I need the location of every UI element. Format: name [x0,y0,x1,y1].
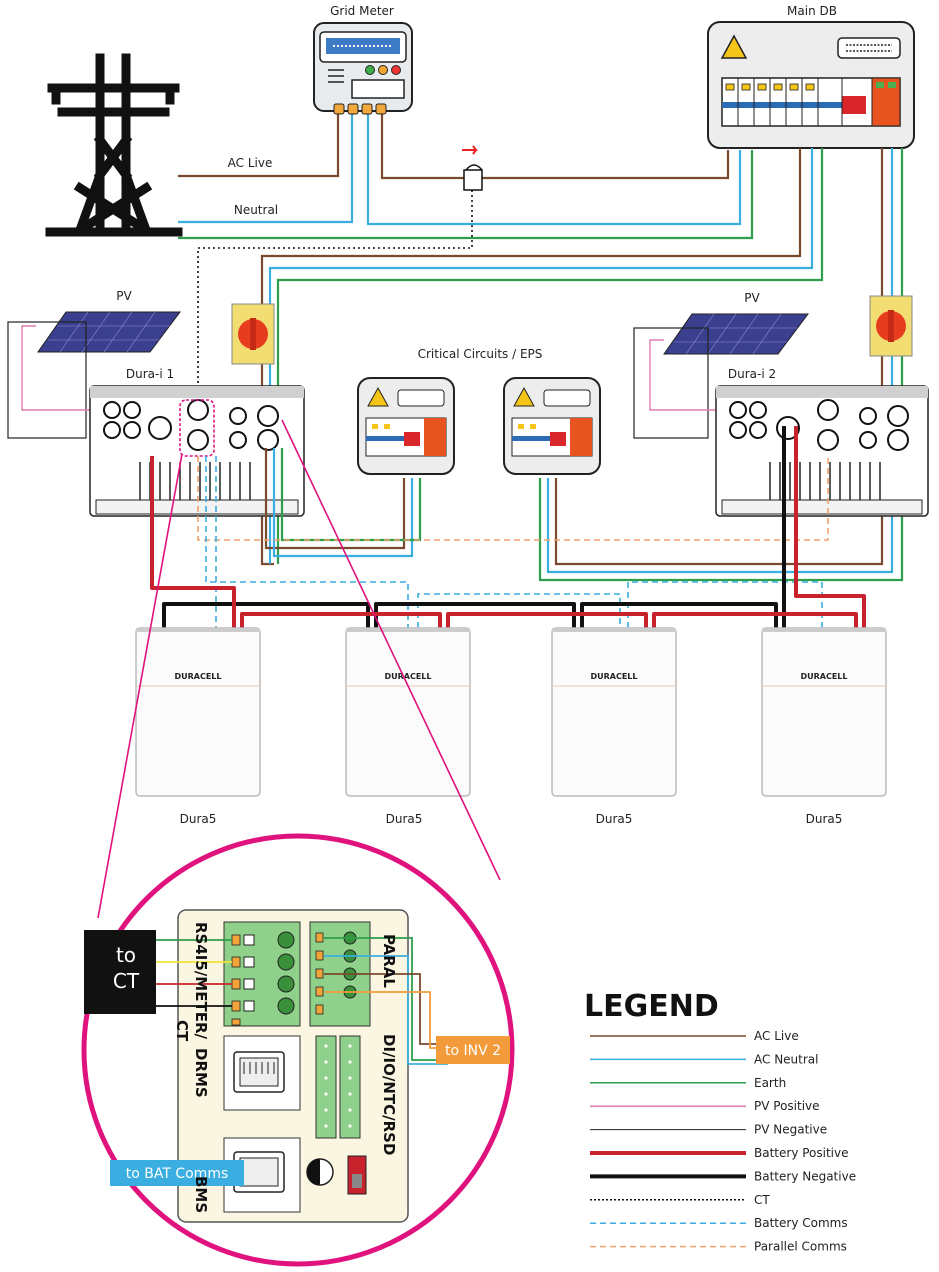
battery-2: DURACELL [345,627,471,797]
battery-4-label: Dura5 [806,812,843,826]
eps-wiring [264,448,422,558]
earth-wire [178,150,754,240]
battery-1-label: Dura5 [180,812,217,826]
to-inv2-tag [436,1036,510,1064]
legend-item-label: Earth [754,1076,786,1090]
grid-meter [313,22,413,115]
legend-title: LEGEND [584,989,719,1024]
inverter2-label: Dura-i 2 [728,367,776,381]
pv-panel-left [37,311,181,353]
main-db-panel [707,21,915,149]
to-bat-comms-label: to BAT Comms [126,1166,229,1182]
battery-wiring [150,426,866,628]
eps-panel-1 [357,377,455,475]
legend-item-label: PV Positive [754,1099,820,1113]
isolator-switch-left [231,303,275,365]
ac-live-label: AC Live [228,156,273,170]
inverter-comms-detail [177,909,409,1223]
legend-item-label: Battery Positive [754,1146,849,1160]
battery-brand: DURACELL [590,672,637,681]
ac-live-wire [178,112,340,178]
legend-item-label: AC Neutral [754,1052,818,1066]
battery-3-label: Dura5 [596,812,633,826]
main-db-label: Main DB [787,4,837,18]
battery-3: DURACELL [551,627,677,797]
pv-left-label: PV [116,289,132,303]
rs485-label: RS4I5/METER/ [192,922,210,1039]
paral-label: PARAL [380,934,398,988]
zoom-callout-lines [97,419,501,919]
inverter1-label: Dura-i 1 [126,367,174,381]
battery-1: DURACELL [135,627,261,797]
meter-live-out [380,112,730,180]
inverter-1 [89,385,305,517]
legend-item-label: Battery Comms [754,1216,848,1230]
bms-label: BMS [192,1176,210,1213]
legend-item-label: CT [754,1193,770,1207]
to-ct-line1: to [116,943,136,967]
legend-item-label: Battery Negative [754,1169,856,1183]
drms-label: DRMS [192,1048,210,1098]
battery-4: DURACELL [761,627,887,797]
isolator-switch-right [869,295,913,357]
ct-clamp-icon [462,145,483,191]
critical-circuits-label: Critical Circuits / EPS [418,347,543,361]
battery-brand: DURACELL [384,672,431,681]
eps-panel-2 [503,377,601,475]
ct-dotted-line [197,190,473,398]
grid-pylon-icon [45,53,183,237]
neutral-wire [178,112,354,224]
legend-item-label: Parallel Comms [754,1240,847,1254]
neutral-label: Neutral [234,203,278,217]
meter-neutral-out [366,112,742,226]
battery-brand: DURACELL [800,672,847,681]
pv-panel-right [663,313,809,355]
legend-item-label: AC Live [754,1029,799,1043]
inverter-2 [715,385,929,517]
grid-ac-wiring [178,112,754,240]
dio-label: DI/IO/NTC/RSD [380,1034,398,1155]
parallel-comms-line [197,456,829,541]
to-ct-block [84,930,156,1014]
pv-right-label: PV [744,291,760,305]
battery-2-label: Dura5 [386,812,423,826]
grid-meter-label: Grid Meter [330,4,394,18]
battery-brand: DURACELL [174,672,221,681]
to-inv2-label: to INV 2 [445,1043,501,1059]
to-bat-comms-tag [110,1160,244,1186]
legend-item-label: PV Negative [754,1123,827,1137]
to-ct-line2: CT [113,969,140,993]
ct-label: CT [173,1020,191,1042]
